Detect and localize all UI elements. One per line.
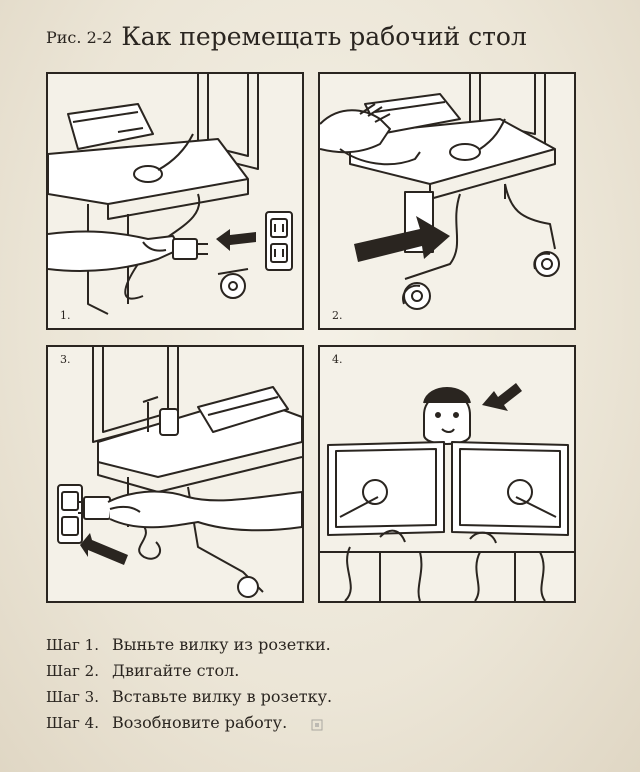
step-text: Двигайте стол.: [112, 661, 240, 680]
step-label: Шаг 4.: [46, 714, 99, 732]
panel-3-illustration: [57, 347, 302, 598]
step-text: Возобновите работу.: [112, 713, 288, 732]
figure-label: Рис. 2-2: [46, 28, 113, 47]
panel-number: 1.: [58, 309, 73, 322]
panel-number: 4.: [330, 353, 345, 366]
step-text: Вставьте вилку в розетку.: [112, 687, 333, 706]
panel-number: 2.: [330, 309, 345, 322]
watermark-icon: [311, 719, 323, 731]
arrow-icon: [482, 383, 522, 411]
figure-title: Рис. 2-2 Как перемещать рабочий стол: [46, 22, 527, 51]
arrow-icon: [216, 229, 256, 251]
panel-2-illustration: [320, 74, 560, 310]
panel-1-illustration: [48, 74, 293, 315]
arrow-icon: [80, 533, 128, 565]
watermark-logo: [302, 718, 352, 748]
panel-plug-in: 3.: [46, 345, 304, 603]
panel-number: 3.: [58, 353, 73, 366]
panel-resume-work: 4.: [318, 345, 576, 603]
figure-title-text: Как перемещать рабочий стол: [121, 22, 527, 51]
step-4: Шаг 4. Возобновите работу.: [46, 710, 332, 736]
panel-4-illustration: [320, 383, 574, 601]
steps-list: Шаг 1. Выньте вилку из розетки. Шаг 2. Д…: [46, 632, 332, 736]
panel-move-desk: 2.: [318, 72, 576, 330]
arrow-icon: [354, 216, 450, 262]
step-3: Шаг 3. Вставьте вилку в розетку.: [46, 684, 332, 710]
step-label: Шаг 1.: [46, 636, 99, 654]
step-text: Выньте вилку из розетки.: [112, 635, 331, 654]
panel-unplug: 1.: [46, 72, 304, 330]
step-label: Шаг 2.: [46, 662, 99, 680]
step-2: Шаг 2. Двигайте стол.: [46, 658, 332, 684]
step-label: Шаг 3.: [46, 688, 99, 706]
step-1: Шаг 1. Выньте вилку из розетки.: [46, 632, 332, 658]
